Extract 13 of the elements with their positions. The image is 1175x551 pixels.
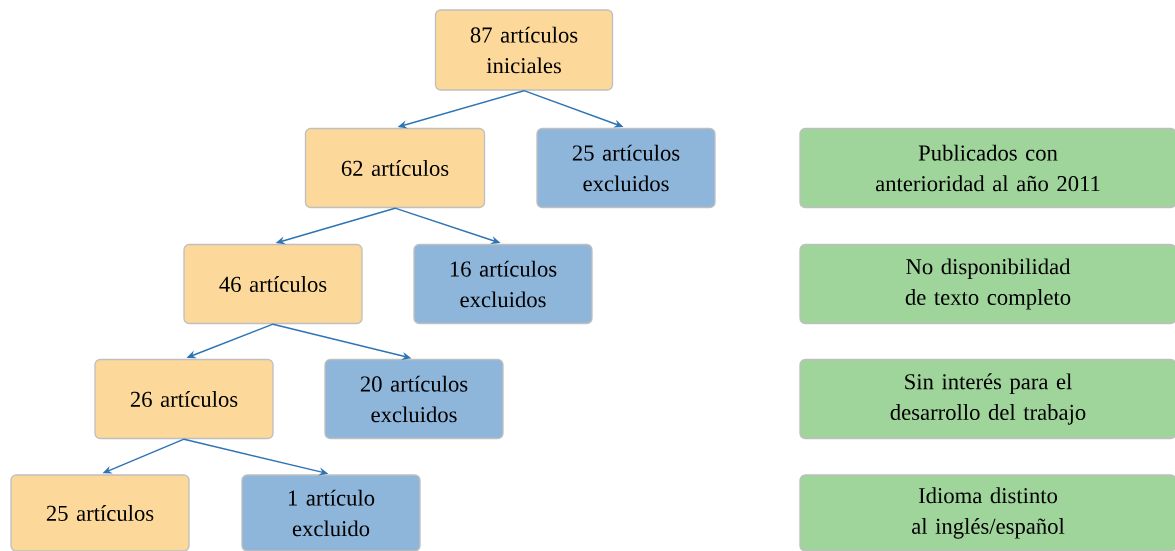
process-box: 25 artículos — [10, 474, 190, 551]
excluded-box: 25 artículos excluidos — [536, 127, 716, 209]
excluded-box: 1 artículo excluido — [241, 474, 421, 551]
process-box: 46 artículos — [183, 243, 363, 325]
excluded-box: 16 artículos excluidos — [413, 243, 593, 325]
criterion-box: No disponibilidad de texto completo — [799, 243, 1175, 325]
excluded-box: 20 artículos excluidos — [324, 358, 504, 440]
criterion-box: Sin interés para el desarrollo del trabajo — [799, 358, 1175, 440]
criterion-box: Publicados con anterioridad al año 2011 — [799, 127, 1175, 209]
criterion-box: Idioma distinto al inglés/español — [799, 474, 1175, 551]
process-box: 26 artículos — [94, 358, 274, 440]
process-box: 87 artículos iniciales — [434, 9, 614, 91]
process-box: 62 artículos — [304, 127, 486, 209]
